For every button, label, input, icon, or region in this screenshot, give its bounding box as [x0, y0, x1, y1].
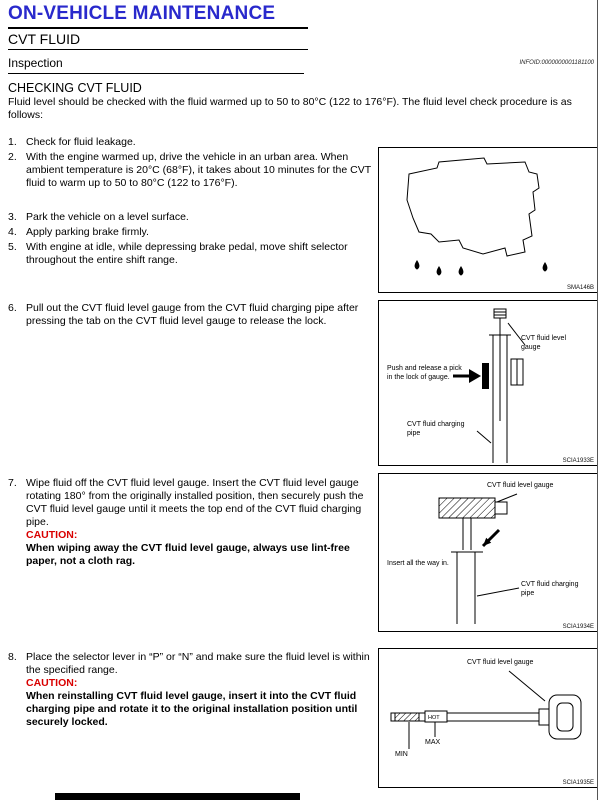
subsection-title: Inspection: [8, 56, 63, 70]
step-4: 4. Apply parking brake firmly.: [8, 226, 378, 239]
section-title: CVT FLUID: [8, 31, 81, 47]
dipstick-illustration: HOT: [390, 670, 582, 749]
step-7-number: 7.: [8, 477, 17, 489]
step-5-text: With engine at idle, while depressing br…: [26, 241, 348, 266]
fig4-hot-mark: HOT: [428, 715, 440, 721]
figure-gauge-range: HOT CVT fluid level gauge MAX MIN SCIA19…: [378, 648, 598, 788]
fig2-label-charging-pipe: CVT fluid charging pipe: [407, 421, 465, 437]
fig4-label-min: MIN: [395, 751, 408, 758]
step-7-caution-label: CAUTION:: [26, 529, 78, 541]
intro-paragraph: Fluid level should be checked with the f…: [8, 96, 572, 121]
fig3-label-insert: Insert all the way in.: [387, 560, 449, 567]
step-8-caution-label: CAUTION:: [26, 677, 78, 689]
subsection-divider: [8, 73, 304, 74]
gauge-lock-illustration: [453, 308, 526, 463]
figure-1-code: SMA146B: [566, 285, 594, 291]
step-8-caution-text: When reinstalling CVT fluid level gauge,…: [26, 690, 358, 728]
figure-3-code: SCIA1934E: [562, 624, 594, 630]
figure-pull-out-gauge: CVT fluid level gauge Push and release a…: [378, 300, 598, 466]
figure-fluid-leakage: SMA146B: [378, 147, 598, 293]
fig3-label-level-gauge: CVT fluid level gauge: [487, 482, 554, 489]
checking-heading: CHECKING CVT FLUID: [8, 81, 142, 95]
step-4-text: Apply parking brake firmly.: [26, 226, 149, 238]
step-6-number: 6.: [8, 302, 17, 314]
step-7-caution-text: When wiping away the CVT fluid level gau…: [26, 542, 350, 567]
infoid-code: INFOID:0000000001181100: [519, 60, 595, 66]
step-3-text: Park the vehicle on a level surface.: [26, 211, 189, 223]
step-7: 7. Wipe fluid off the CVT fluid level ga…: [8, 477, 378, 568]
step-3: 3. Park the vehicle on a level surface.: [8, 211, 378, 224]
step-2-text: With the engine warmed up, drive the veh…: [26, 151, 371, 189]
title-divider: [8, 27, 308, 29]
step-6: 6. Pull out the CVT fluid level gauge fr…: [8, 302, 378, 328]
fig4-label-max: MAX: [425, 739, 441, 746]
step-7-text: Wipe fluid off the CVT fluid level gauge…: [26, 477, 364, 528]
step-8: 8. Place the selector lever in “P” or “N…: [8, 651, 378, 729]
step-6-text: Pull out the CVT fluid level gauge from …: [26, 302, 359, 327]
gauge-insert-illustration: [438, 493, 520, 624]
step-2-number: 2.: [8, 151, 17, 163]
figure-2-code: SCIA1933E: [562, 458, 594, 464]
fig4-label-level-gauge: CVT fluid level gauge: [467, 659, 534, 666]
step-5-number: 5.: [8, 241, 17, 253]
step-1: 1. Check for fluid leakage.: [8, 136, 592, 149]
fig2-label-level-gauge: CVT fluid level gauge: [521, 335, 567, 351]
page-edge: [597, 0, 598, 800]
step-2: 2. With the engine warmed up, drive the …: [8, 151, 378, 190]
step-5: 5. With engine at idle, while depressing…: [8, 241, 378, 267]
section-divider: [8, 49, 308, 50]
step-8-text: Place the selector lever in “P” or “N” a…: [26, 651, 370, 676]
step-8-number: 8.: [8, 651, 17, 663]
step-1-text: Check for fluid leakage.: [26, 136, 136, 148]
fig2-label-push-release: Push and release a pick in the lock of g…: [387, 365, 462, 381]
transmission-leak-illustration: [406, 157, 548, 276]
step-4-number: 4.: [8, 226, 17, 238]
step-1-number: 1.: [8, 136, 17, 148]
fig3-label-charging-pipe: CVT fluid charging pipe: [521, 581, 579, 597]
scan-artifact: [55, 793, 300, 800]
step-3-number: 3.: [8, 211, 17, 223]
figure-insert-gauge: CVT fluid level gauge Insert all the way…: [378, 473, 598, 632]
page-title: ON-VEHICLE MAINTENANCE: [8, 3, 276, 24]
figure-4-code: SCIA1935E: [562, 780, 594, 786]
